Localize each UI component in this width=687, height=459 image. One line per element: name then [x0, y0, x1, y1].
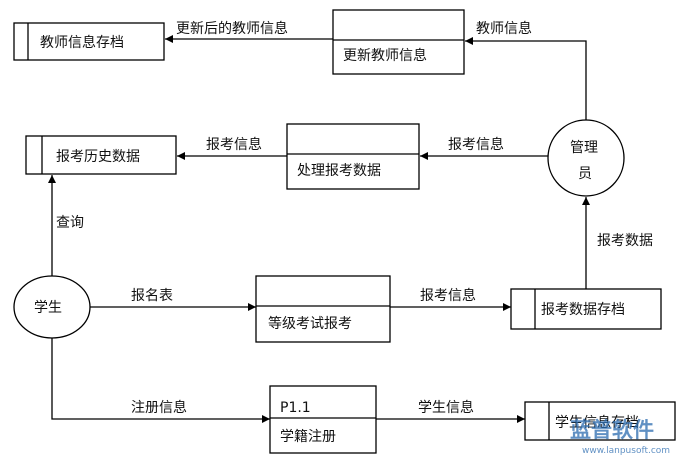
entity-student-label: 学生 [34, 300, 62, 316]
entity-manager-label-line1: 管理 [570, 140, 598, 156]
flow-label-student-info: 学生信息 [418, 399, 474, 416]
entity-manager-label-line2: 员 [578, 166, 592, 182]
process-grade-exam-label: 等级考试报考 [268, 315, 352, 332]
flow-teacher-info-arrow [465, 37, 587, 120]
store-exam-data[interactable]: 报考数据存档 [510, 288, 662, 330]
flow-label-exam-info-right: 报考信息 [448, 136, 504, 153]
watermark-brand: 蓝普软件 [570, 418, 654, 442]
process-update-teacher-label: 更新教师信息 [343, 47, 427, 64]
entity-manager[interactable]: 管理 员 [547, 119, 625, 197]
entity-student[interactable]: 学生 [13, 275, 91, 339]
flow-label-exam-data: 报考数据 [597, 233, 653, 249]
store-teacher-info-label: 教师信息存档 [40, 34, 124, 51]
process-p11-id: P1.1 [280, 400, 311, 416]
process-grade-exam[interactable]: 等级考试报考 [255, 275, 391, 343]
process-handle-exam[interactable]: 处理报考数据 [286, 123, 420, 190]
flow-label-registration-info: 注册信息 [131, 399, 187, 416]
flow-label-exam-info-left: 报考信息 [206, 136, 262, 153]
store-exam-history[interactable]: 报考历史数据 [25, 135, 177, 175]
process-handle-exam-label: 处理报考数据 [297, 163, 381, 179]
flow-label-updated-teacher-info: 更新后的教师信息 [176, 20, 288, 37]
process-p11-label: 学籍注册 [280, 428, 336, 445]
process-p11-registration[interactable]: P1.1 学籍注册 [269, 385, 377, 454]
store-exam-data-label: 报考数据存档 [541, 302, 625, 318]
flow-label-application-form: 报名表 [131, 288, 173, 304]
flow-label-exam-info-mid: 报考信息 [420, 287, 476, 304]
flow-registration-arrow [51, 338, 270, 423]
watermark: 蓝普软件 www.lanpusoft.com [570, 418, 670, 456]
flow-label-teacher-info: 教师信息 [476, 20, 532, 37]
store-exam-history-label: 报考历史数据 [56, 149, 140, 165]
store-student-info[interactable]: 学生信息存档 [524, 401, 676, 441]
flow-label-query: 查询 [56, 215, 84, 231]
store-student-info-label: 学生信息存档 [555, 414, 639, 431]
watermark-url: www.lanpusoft.com [582, 446, 670, 456]
process-update-teacher[interactable]: 更新教师信息 [332, 9, 465, 75]
store-teacher-info[interactable]: 教师信息存档 [13, 22, 165, 61]
